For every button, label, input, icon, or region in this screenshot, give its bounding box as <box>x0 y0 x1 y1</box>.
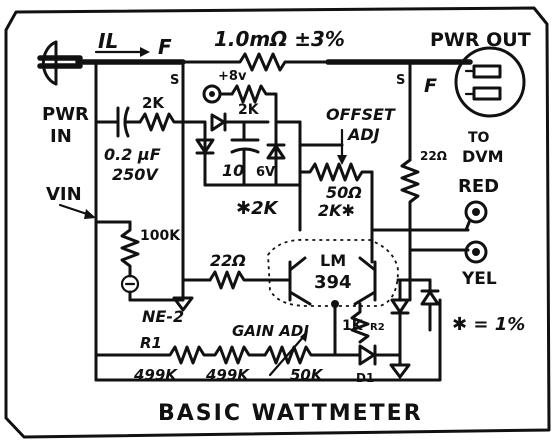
ground-icon-left <box>172 288 194 312</box>
dvm-red-terminal <box>464 200 488 224</box>
label-fuse-right: F <box>424 75 437 97</box>
label-2k-left: 2K <box>142 94 165 112</box>
label-to: TO <box>468 130 490 146</box>
label-offset-adj-1: OFFSET <box>326 105 396 124</box>
label-shunt-resistor: 1.0mΩ ±3% <box>214 27 345 51</box>
label-394: 394 <box>314 272 352 293</box>
label-lm: LM <box>320 251 346 270</box>
label-gain-adj: GAIN ADJ <box>232 322 309 340</box>
label-cap-10: 10 <box>222 161 244 180</box>
diode-left <box>195 138 215 155</box>
label-current-il: IL <box>98 29 118 53</box>
offset-adj-pot <box>298 162 374 182</box>
diagram-title: BASIC WATTMETER <box>158 401 423 426</box>
label-r2: R2 <box>370 322 385 333</box>
label-22ohm-mid: 22Ω <box>210 251 246 270</box>
label-red: RED <box>458 176 499 197</box>
label-s-left: S <box>170 73 179 88</box>
label-dvm: DVM <box>462 147 504 166</box>
diode-right-a <box>390 298 410 315</box>
label-r22-vertical: 22Ω <box>420 149 447 163</box>
label-ne2: NE-2 <box>142 307 184 326</box>
dvm-yel-terminal <box>464 240 488 264</box>
resistor-r1-499k-a <box>138 345 267 365</box>
label-vin: VIN <box>46 184 82 205</box>
label-499k-a: 499K <box>133 366 178 384</box>
label-fuse-left: F <box>158 35 172 59</box>
diode-d1 <box>358 344 377 366</box>
label-2k-star: 2K✱ <box>318 201 355 220</box>
label-cap-250v: 250V <box>112 165 159 184</box>
resistor-2k-upper <box>230 84 278 124</box>
label-pwr-in-2: IN <box>50 126 72 147</box>
resistor-2k-left <box>138 112 207 132</box>
label-50k: 50K <box>290 366 324 384</box>
label-1k: 1K <box>342 318 364 334</box>
label-offset-adj-2: ADJ <box>346 125 380 144</box>
resistor-100k <box>120 220 140 278</box>
label-plus8v: +8v <box>218 69 247 84</box>
label-pwr-out: PWR OUT <box>430 29 531 51</box>
resistor-22-mid <box>208 270 282 290</box>
label-50ohm: 50Ω <box>326 183 362 202</box>
pwr-out-receptacle-icon <box>454 46 526 118</box>
pwr-in-plug-icon <box>37 40 83 86</box>
outer-border <box>4 6 551 439</box>
label-d1: D1 <box>356 371 374 385</box>
label-cap-6v: 6V <box>256 165 275 180</box>
diode-right-b <box>420 289 440 306</box>
label-pwr-in-1: PWR <box>42 104 89 125</box>
resistor-22-vertical <box>400 158 420 302</box>
label-100k: 100K <box>140 228 181 244</box>
gain-adj-pot <box>263 345 342 365</box>
label-star-2k: ✱2K <box>236 198 280 219</box>
label-cap-02uf: 0.2 µF <box>104 145 161 164</box>
shunt-resistor <box>181 52 330 72</box>
label-r1: R1 <box>140 334 162 352</box>
ground-icon-right <box>389 353 411 379</box>
diode-horizontal <box>210 112 227 132</box>
label-499k-b: 499K <box>205 366 250 384</box>
label-2k-upper: 2K <box>238 102 260 118</box>
label-yel: YEL <box>461 269 497 289</box>
lm394-outline <box>267 238 399 307</box>
label-s-right: S <box>396 73 405 88</box>
zener-right <box>266 143 286 160</box>
resistor-1k-r2 <box>350 302 370 344</box>
legend-star-1pct: ✱ = 1% <box>452 314 525 335</box>
ne2-lamp-icon <box>120 274 140 294</box>
